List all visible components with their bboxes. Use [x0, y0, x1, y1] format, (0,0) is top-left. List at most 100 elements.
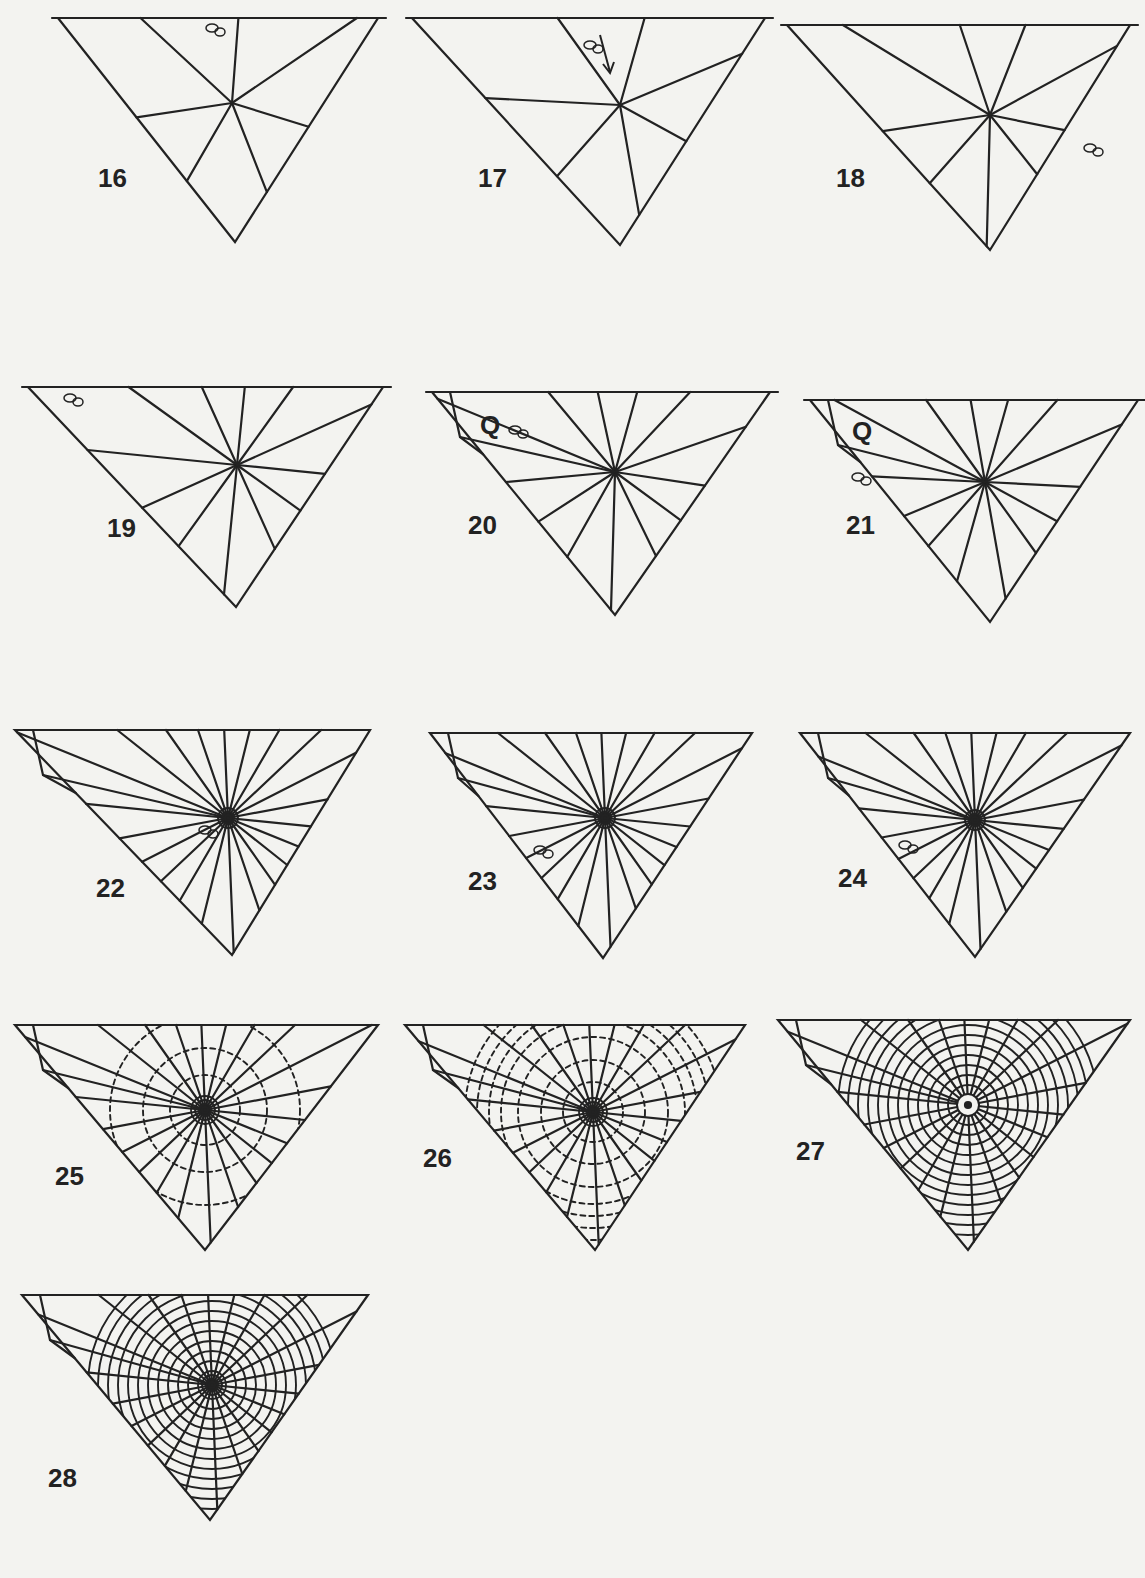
frame-thread — [15, 1025, 378, 1250]
spiral-turn — [178, 1351, 246, 1419]
figure-number: 21 — [846, 512, 875, 538]
support-line — [22, 386, 391, 388]
spiral-threads — [465, 984, 721, 1240]
spiral-turn — [948, 1085, 988, 1125]
web-panel — [800, 733, 1130, 957]
spiral-turn — [878, 1015, 1058, 1195]
spiral-threads — [965, 810, 985, 830]
support-line — [426, 391, 778, 393]
radius-thread — [224, 465, 237, 594]
radius-thread — [224, 730, 228, 818]
radius-thread — [615, 472, 656, 556]
radius-thread — [228, 799, 328, 818]
frame-thread — [448, 733, 478, 796]
spiral-threads — [218, 808, 238, 828]
radius-thread — [828, 778, 975, 820]
spider-mark — [584, 41, 603, 53]
spiral-turn — [858, 995, 1078, 1215]
spiral-turn — [501, 1020, 685, 1204]
radius-thread — [228, 730, 250, 818]
figure-number: 19 — [107, 515, 136, 541]
radius-thread — [43, 1070, 205, 1110]
spiral-turn — [191, 1096, 219, 1124]
figure-number: 27 — [796, 1138, 825, 1164]
radius-thread — [498, 733, 605, 818]
radius-thread — [198, 730, 228, 818]
radius-thread — [964, 1020, 968, 1105]
figure-number: 28 — [48, 1465, 77, 1491]
spiral-turn — [848, 985, 1088, 1225]
support-line — [52, 17, 386, 19]
radius-thread — [990, 46, 1117, 115]
radius-thread — [506, 472, 615, 482]
radius-thread — [615, 472, 705, 486]
spiral-turn — [583, 1102, 603, 1122]
spiral-turn — [198, 1371, 226, 1399]
radius-thread — [237, 404, 371, 465]
radius-thread — [212, 1295, 307, 1385]
radius-thread — [960, 25, 990, 115]
spiral-turn — [108, 1281, 316, 1489]
radius-thread — [968, 1020, 1058, 1105]
spiral-turn — [477, 996, 709, 1228]
spiral-turn — [98, 1271, 326, 1499]
spiral-turn — [587, 1106, 599, 1118]
spiral-turn — [599, 812, 611, 824]
spiral-turn — [928, 1065, 1008, 1145]
radius-thread — [557, 105, 620, 176]
spiral-turn — [563, 1082, 623, 1142]
radius-thread — [883, 115, 990, 131]
figure-number: 16 — [98, 165, 127, 191]
radius-thread — [232, 18, 357, 103]
radius-thread — [593, 1040, 735, 1113]
spider-mark — [199, 826, 218, 838]
radius-thread — [620, 54, 742, 105]
spider-mark — [534, 846, 553, 858]
radius-thread — [99, 1295, 212, 1385]
radius-thread — [914, 733, 975, 820]
frame-thread — [800, 733, 1130, 957]
radius-thread — [605, 733, 695, 818]
radius-thread — [542, 818, 606, 878]
radius-thread — [605, 818, 611, 947]
frame-thread — [412, 18, 765, 245]
radius-thread — [232, 18, 238, 103]
radius-thread — [228, 753, 356, 818]
radius-thread — [835, 400, 986, 482]
radius-thread — [142, 818, 228, 862]
radius-thread — [968, 1105, 1019, 1178]
support-line — [406, 17, 773, 19]
radius-thread — [882, 820, 975, 838]
radius-thread — [593, 1112, 641, 1181]
spiral-turn — [489, 1008, 697, 1216]
frame-thread — [58, 18, 378, 242]
radius-thread — [928, 482, 985, 546]
radius-thread — [838, 445, 985, 482]
hub — [602, 815, 608, 821]
spiral-threads — [595, 808, 615, 828]
frame-thread — [796, 1020, 831, 1084]
radius-thread — [985, 482, 1006, 599]
web-panel — [430, 733, 752, 958]
radius-thread — [228, 730, 321, 818]
radius-thread — [205, 1086, 331, 1110]
radius-thread — [103, 1110, 205, 1129]
radius-thread — [232, 103, 309, 127]
spiral-turn — [579, 1098, 607, 1126]
radius-thread — [620, 105, 639, 215]
radius-thread — [468, 1099, 593, 1112]
spider-mark — [206, 24, 225, 36]
spiral-turn — [158, 1331, 266, 1439]
radius-thread — [898, 820, 975, 859]
figure-number: 23 — [468, 868, 497, 894]
direction-arrow — [600, 35, 614, 73]
radius-thread — [611, 472, 615, 610]
radius-thread — [971, 733, 975, 820]
frame-thread — [405, 1025, 745, 1250]
spiral-turn — [595, 808, 615, 828]
frame-thread — [430, 733, 752, 958]
radius-thread — [232, 103, 267, 192]
spiral-turn — [465, 984, 721, 1240]
figure-number: 26 — [423, 1145, 452, 1171]
